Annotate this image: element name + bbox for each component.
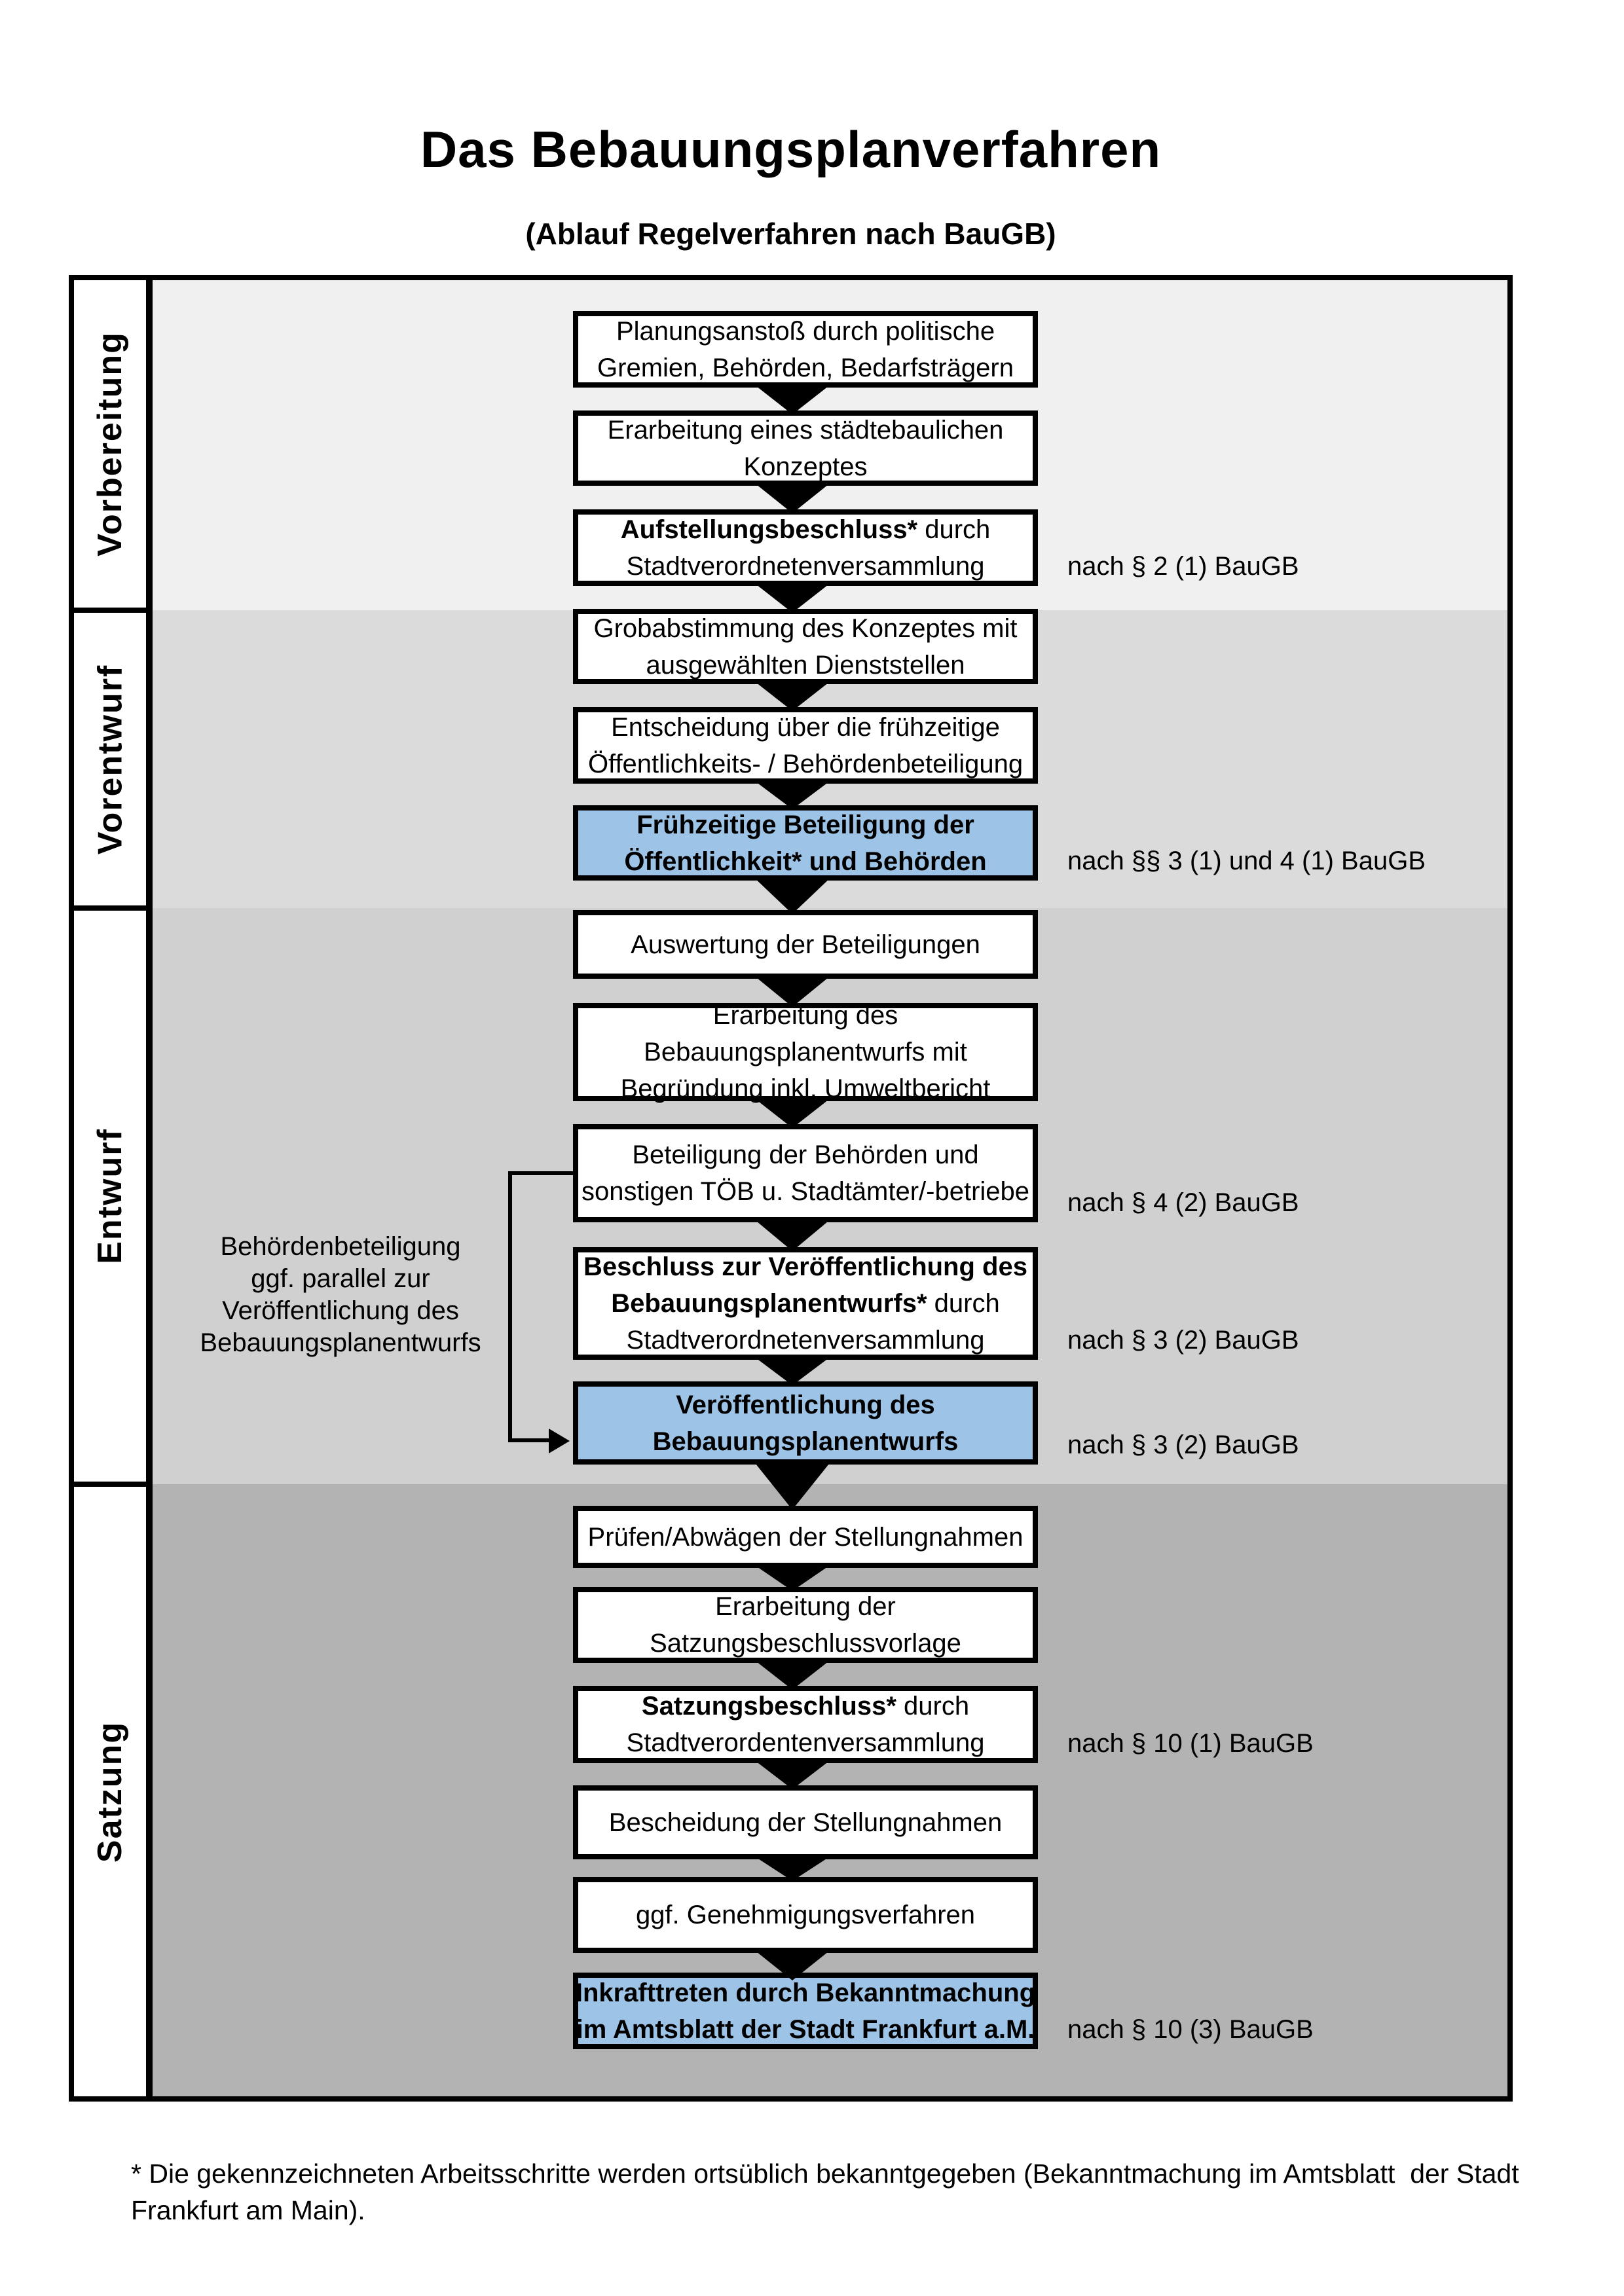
text-line: Satzungsbeschlussvorlage [650,1629,961,1658]
phase-label-satzung-text: Satzung [91,1721,129,1863]
text-line: Bescheidung der Stellungnahmen [608,1808,1003,1837]
text-line: Veröffentlichung des [222,1296,459,1325]
phase-divider-line [74,905,153,911]
flow-arrow-down-icon [753,1659,832,1690]
phase-divider-line [74,608,153,613]
text-line: Beteiligung der Behörden und [632,1140,979,1169]
text-line: Grobabstimmung des Konzeptes mit [593,613,1018,643]
flow-box-pruefen-abwaegen: Prüfen/Abwägen der Stellungnahmen [573,1506,1038,1568]
text-line: Bebauungsplanentwurfs [652,1427,959,1456]
phase-label-vorbereitung: Vorbereitung [74,280,146,608]
flow-arrow-down-icon [753,482,832,513]
flow-arrow-down-icon [753,582,832,613]
text-line: Bebauungsplanentwurfs mit [644,1038,967,1066]
parallel-connector-top-stub [508,1171,576,1175]
legal-ref-aufstellungsbeschluss: nach § 2 (1) BauGB [1067,552,1299,581]
legal-ref-beschluss-veroeffentlichung: nach § 3 (2) BauGB [1067,1326,1299,1355]
text-line: im Amtsblatt der Stadt Frankfurt a.M. [576,2014,1035,2044]
phase-label-satzung: Satzung [74,1487,146,2096]
flow-arrow-down-icon [753,1097,832,1128]
footnote: * Die gekennzeichneten Arbeitsschritte w… [131,2155,1585,2229]
page-title: Das Bebauungsplanverfahren [420,120,1162,178]
phase-label-vorentwurf-text: Vorentwurf [91,664,129,854]
phase-label-entwurf: Entwurf [74,911,146,1482]
flow-arrow-down-icon [753,1356,832,1385]
text-line: Stadtverordentenversammlung [626,1728,985,1757]
text-line: Erarbeitung eines städtebaulichen [607,415,1004,445]
text-line: Satzungsbeschluss* durch [641,1692,970,1721]
label-column-divider [146,280,153,2096]
phase-label-entwurf-text: Entwurf [91,1128,129,1264]
legal-ref-behoerdenbeteiligung: nach § 4 (2) BauGB [1067,1188,1299,1217]
text-line: Aufstellungsbeschluss* durch [620,515,991,544]
phase-divider-line [74,1482,153,1487]
legal-ref-inkrafttreten: nach § 10 (3) BauGB [1067,2015,1314,2044]
text-line: ggf. Genehmigungsverfahren [635,1901,976,1929]
text-line: ggf. parallel zur [251,1264,430,1293]
text-line: Öffentlichkeit* und Behörden [624,847,987,876]
flow-box-auswertung-beteiligungen: Auswertung der Beteiligungen [573,910,1038,979]
connector-arrow-right-icon [549,1429,570,1453]
flow-arrow-down-icon [753,1461,832,1510]
text-line: Bebauungsplanentwurfs [200,1328,481,1357]
text-line: Inkrafttreten durch Bekanntmachung [575,1978,1036,2007]
legal-ref-fruehzeitige-beteiligung: nach §§ 3 (1) und 4 (1) BauGB [1067,847,1426,875]
flow-arrow-down-icon [753,1759,832,1789]
text-line: ausgewählten Dienststellen [646,650,965,680]
flow-box-bescheidung-stellungnahmen: Bescheidung der Stellungnahmen [573,1785,1038,1859]
legal-ref-veroeffentlichung: nach § 3 (2) BauGB [1067,1430,1299,1459]
text-line: Gremien, Behörden, Bedarfsträgern [597,353,1014,382]
flow-arrow-down-icon [753,780,832,809]
page-subtitle: (Ablauf Regelverfahren nach BauGB) [525,217,1056,251]
flow-arrow-down-icon [753,975,832,1007]
text-line: Auswertung der Beteiligungen [631,930,980,959]
phase-label-vorentwurf: Vorentwurf [74,613,146,905]
parallel-connector-bottom-line [508,1438,554,1442]
text-line: Planungsanstoß durch politische [616,316,995,346]
text-line: Öffentlichkeits- / Behördenbeteiligung [587,749,1024,778]
parallel-connector-vertical-line [508,1171,512,1442]
text-line: Entscheidung über die frühzeitige [611,712,1000,742]
flow-arrow-down-icon [753,1564,832,1591]
text-line: Konzeptes [743,452,868,481]
text-line: Stadtverordnetenversammlung [626,551,985,581]
legal-ref-satzungsbeschluss: nach § 10 (1) BauGB [1067,1729,1314,1758]
phase-label-vorbereitung-text: Vorbereitung [91,331,129,556]
flow-arrow-down-icon [753,1949,832,1980]
flow-arrow-down-icon [753,1855,832,1881]
text-line: Beschluss zur Veröffentlichung des [583,1252,1027,1281]
text-line: Frankfurt am Main). [131,2195,365,2225]
flow-box-genehmigungsverfahren: ggf. Genehmigungsverfahren [573,1877,1038,1953]
flow-box-beteiligung-behoerden-toeb: Beteiligung der Behörden und sonstigen TÖ… [573,1124,1038,1222]
text-line: Bebauungsplanentwurfs* durch [611,1289,1000,1318]
flow-box-grobabstimmung: Grobabstimmung des Konzeptes mit ausgewäh… [573,609,1038,684]
text-line: Stadtverordnetenversammlung [626,1326,985,1355]
text-line: Prüfen/Abwägen der Stellungnahmen [587,1522,1024,1552]
flow-box-inkrafttreten: Inkrafttreten durch Bekanntmachung im Amt… [573,1973,1038,2049]
flow-arrow-down-icon [753,1218,832,1251]
flow-arrow-down-icon [753,680,832,711]
flow-arrow-down-icon [753,384,832,414]
text-line: Erarbeitung der [715,1592,896,1621]
flow-arrow-down-icon [753,877,832,914]
text-line: Veröffentlichung des [676,1390,935,1419]
text-line: Frühzeitige Beteiligung der [637,810,974,839]
text-line: * Die gekennzeichneten Arbeitsschritte w… [131,2159,1519,2189]
text-line: sonstigen TÖB u. Stadtämter/-betriebe [581,1177,1030,1206]
text-line: Behördenbeteiligung [220,1232,461,1261]
